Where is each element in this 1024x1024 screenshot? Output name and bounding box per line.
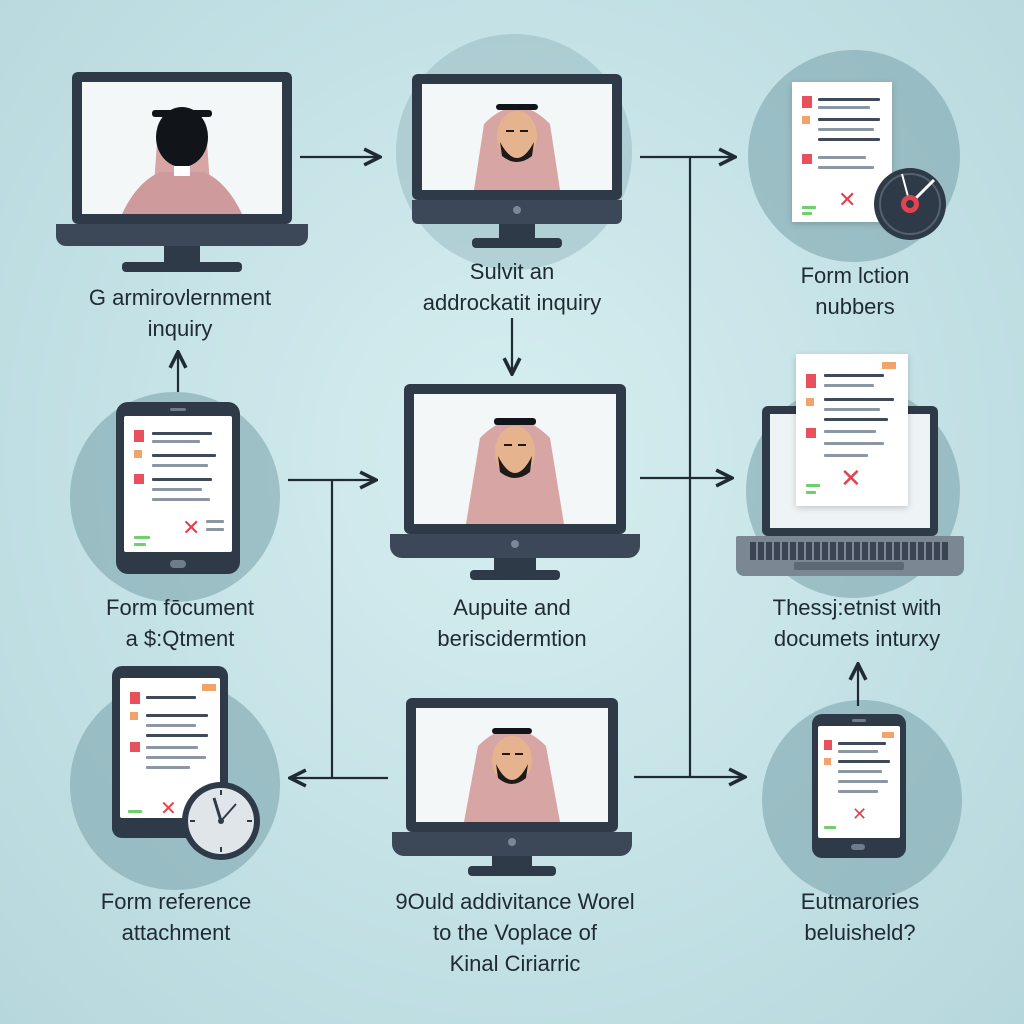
person-avatar-icon <box>466 418 564 524</box>
document-form-icon: ✕ <box>818 726 900 838</box>
gauge-icon <box>874 168 946 240</box>
step-caption-3: Form lction nubbers <box>800 263 910 319</box>
person-avatar-icon <box>474 104 560 190</box>
node-tablet-7: ✕ <box>112 666 272 866</box>
node-monitor-8 <box>392 698 632 882</box>
node-monitor-5 <box>390 384 640 588</box>
step-caption-9: Eutmarories beluisheld? <box>800 889 920 945</box>
node-laptop-6: ✕ <box>734 352 966 582</box>
step-caption-6: Thessj:etnist with documets inturxy <box>772 595 942 651</box>
step-caption-4: Form fōcument a $:Qtment <box>106 595 254 651</box>
node-tablet-9: ✕ <box>812 714 906 858</box>
step-caption-8: 9Ould addivitance Worel to the Voplace o… <box>395 889 635 976</box>
x-mark-icon: ✕ <box>160 796 177 818</box>
x-mark-icon: ✕ <box>838 188 857 213</box>
person-avatar-icon <box>122 107 242 214</box>
document-form-icon: ✕ <box>124 416 232 552</box>
step-caption-1: G armirovlernment inquiry <box>88 285 272 341</box>
document-form-icon: ✕ <box>796 354 908 506</box>
document-form-icon: ✕ <box>792 82 892 222</box>
person-avatar-icon <box>464 728 560 822</box>
node-tablet-4: ✕ <box>116 402 240 574</box>
node-document-3: ✕ <box>780 80 950 240</box>
step-caption-7: Form reference attachment <box>100 889 252 945</box>
step-caption-5: Aupuite and beriscidermtion <box>437 595 587 651</box>
step-caption-2: Sulvit an addrockatit inquiry <box>422 259 602 315</box>
x-mark-icon: ✕ <box>852 804 868 825</box>
node-monitor-1 <box>56 72 308 276</box>
node-monitor-2 <box>412 74 622 250</box>
x-mark-icon: ✕ <box>840 464 862 494</box>
clock-icon <box>182 782 260 860</box>
x-mark-icon: ✕ <box>182 516 201 541</box>
